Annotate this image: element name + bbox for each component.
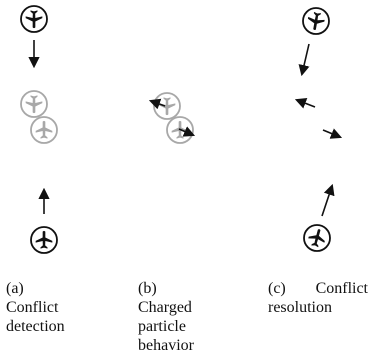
arrow-c-mid-right bbox=[322, 128, 343, 139]
aircraft-a-top bbox=[20, 5, 48, 33]
caption-b-letter: (b) bbox=[138, 280, 157, 297]
panel-b-charged-particle-behavior bbox=[148, 92, 196, 144]
caption-b-line-1: Charged bbox=[138, 299, 192, 316]
arrow-c-top-down bbox=[298, 43, 310, 77]
aircraft-a-ghost-bottom bbox=[30, 116, 58, 144]
panel-c-conflict-resolution bbox=[294, 7, 343, 252]
arrow-c-bottom-up bbox=[321, 183, 335, 217]
caption-b-line-2: particle bbox=[138, 318, 186, 335]
panel-a-conflict-detection bbox=[20, 5, 58, 254]
caption-c-letter: (c) bbox=[268, 280, 286, 297]
aircraft-a-bottom bbox=[30, 226, 58, 254]
caption-c: (c) Conflict resolution bbox=[268, 279, 368, 317]
caption-b-line-3: behavior bbox=[138, 337, 194, 354]
caption-c-line-1: Conflict bbox=[315, 280, 368, 297]
caption-a-line-2: detection bbox=[6, 318, 65, 335]
caption-a-letter: (a) bbox=[6, 280, 24, 297]
caption-a: (a) Conflict detection bbox=[6, 279, 65, 336]
arrow-b-repel-right bbox=[178, 126, 196, 137]
caption-c-line-2: resolution bbox=[268, 299, 332, 316]
caption-b: (b) Charged particle behavior bbox=[138, 279, 194, 355]
aircraft-b-ghost-top bbox=[153, 92, 181, 120]
aircraft-c-top bbox=[302, 7, 330, 35]
aircraft-c-bottom bbox=[303, 224, 331, 252]
arrow-c-mid-left bbox=[294, 98, 316, 109]
caption-a-line-1: Conflict bbox=[6, 299, 59, 316]
aircraft-a-ghost-top bbox=[20, 90, 48, 118]
arrow-b-repel-left bbox=[148, 98, 166, 110]
